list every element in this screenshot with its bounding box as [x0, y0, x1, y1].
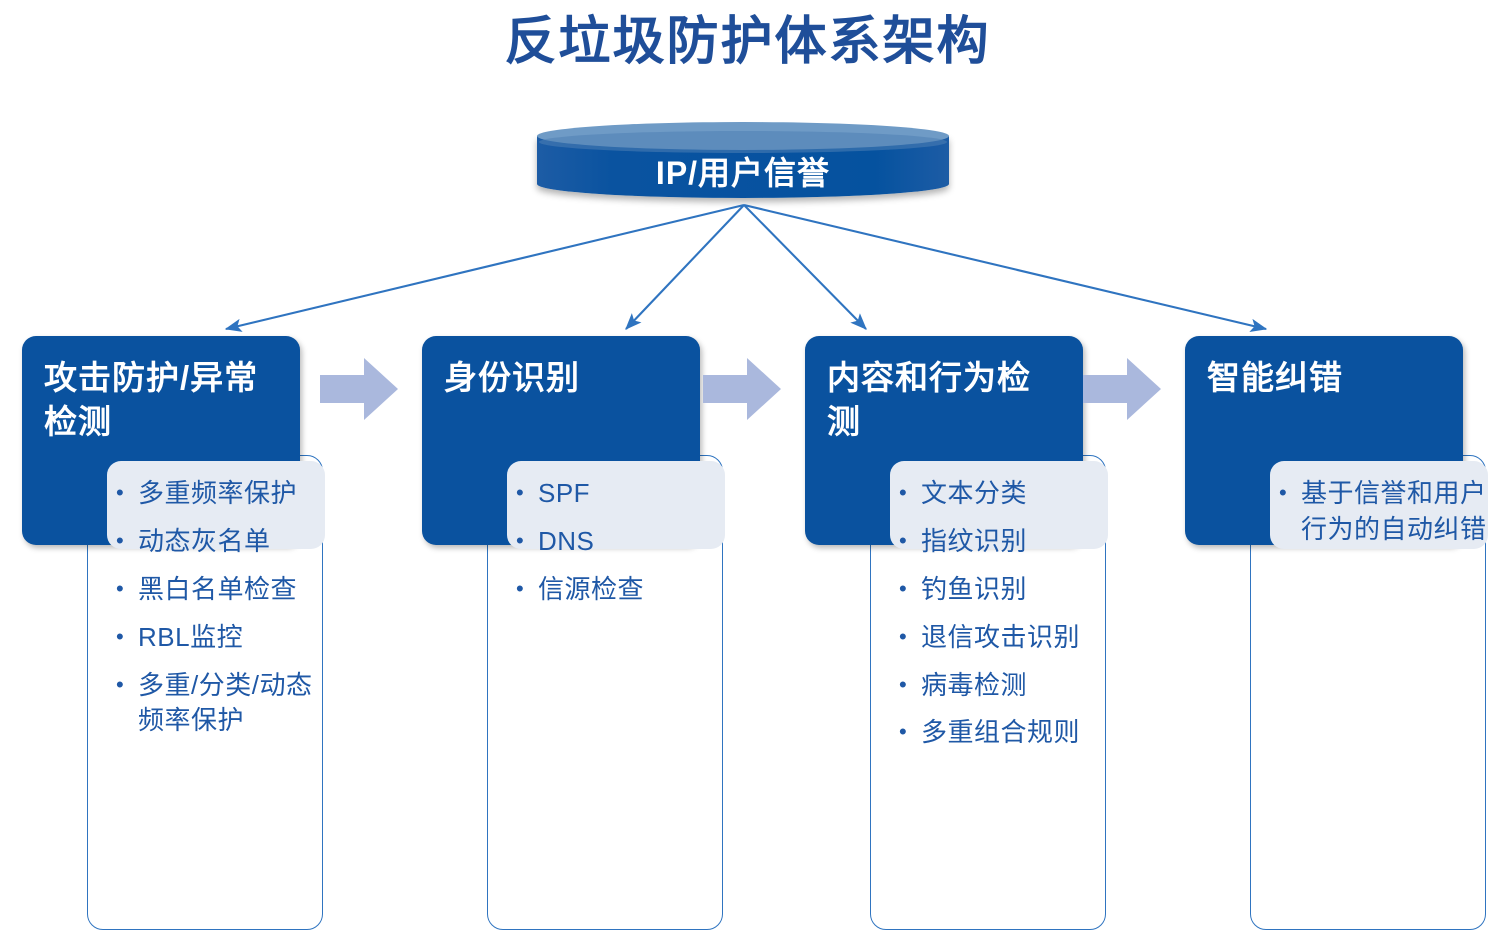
list-item: SPF — [512, 476, 727, 512]
list-item: 基于信誉和用户行为的自动纠错 — [1275, 476, 1490, 548]
connector-to-stage-1 — [625, 204, 745, 330]
stage-item-list: 多重频率保护 动态灰名单 黑白名单检查 RBL监控 多重/分类/动态频率保护 — [112, 476, 327, 751]
list-item: 指纹识别 — [895, 524, 1110, 560]
connector-to-stage-3 — [743, 203, 1268, 332]
stage-header-label: 智能纠错 — [1207, 359, 1343, 396]
cylinder-top-inner-shade — [539, 131, 947, 153]
stage-item-list: 文本分类 指纹识别 钓鱼识别 退信攻击识别 病毒检测 多重组合规则 — [895, 476, 1110, 763]
list-item: 钓鱼识别 — [895, 572, 1110, 608]
stage-header-label: 攻击防护/异常检测 — [44, 359, 259, 440]
cylinder-top-ellipse — [537, 122, 949, 153]
right-chevron-arrow-icon — [320, 358, 398, 420]
connector-to-stage-2 — [743, 204, 867, 330]
stage-header-label: 内容和行为检测 — [827, 359, 1031, 440]
right-chevron-arrow-icon — [1083, 358, 1161, 420]
list-item: 多重频率保护 — [112, 476, 327, 512]
list-item: 信源检查 — [512, 572, 727, 608]
page-title: 反垃圾防护体系架构 — [504, 13, 991, 71]
source-node-cylinder: IP/用户信誉 — [537, 122, 949, 206]
source-node-label: IP/用户信誉 — [655, 155, 831, 191]
list-item: 多重/分类/动态频率保护 — [112, 668, 327, 740]
stage-header-label: 身份识别 — [444, 359, 580, 396]
stage-item-list: 基于信誉和用户行为的自动纠错 — [1275, 476, 1490, 560]
list-item: 退信攻击识别 — [895, 620, 1110, 656]
list-item: DNS — [512, 524, 727, 560]
list-item: 病毒检测 — [895, 668, 1110, 704]
list-item: 多重组合规则 — [895, 715, 1110, 751]
right-chevron-arrow-icon — [703, 358, 781, 420]
stage-item-list: SPF DNS 信源检查 — [512, 476, 727, 620]
list-item: 黑白名单检查 — [112, 572, 327, 608]
list-item: RBL监控 — [112, 620, 327, 656]
list-item: 动态灰名单 — [112, 524, 327, 560]
list-item: 文本分类 — [895, 476, 1110, 512]
connector-to-stage-0 — [224, 203, 745, 332]
